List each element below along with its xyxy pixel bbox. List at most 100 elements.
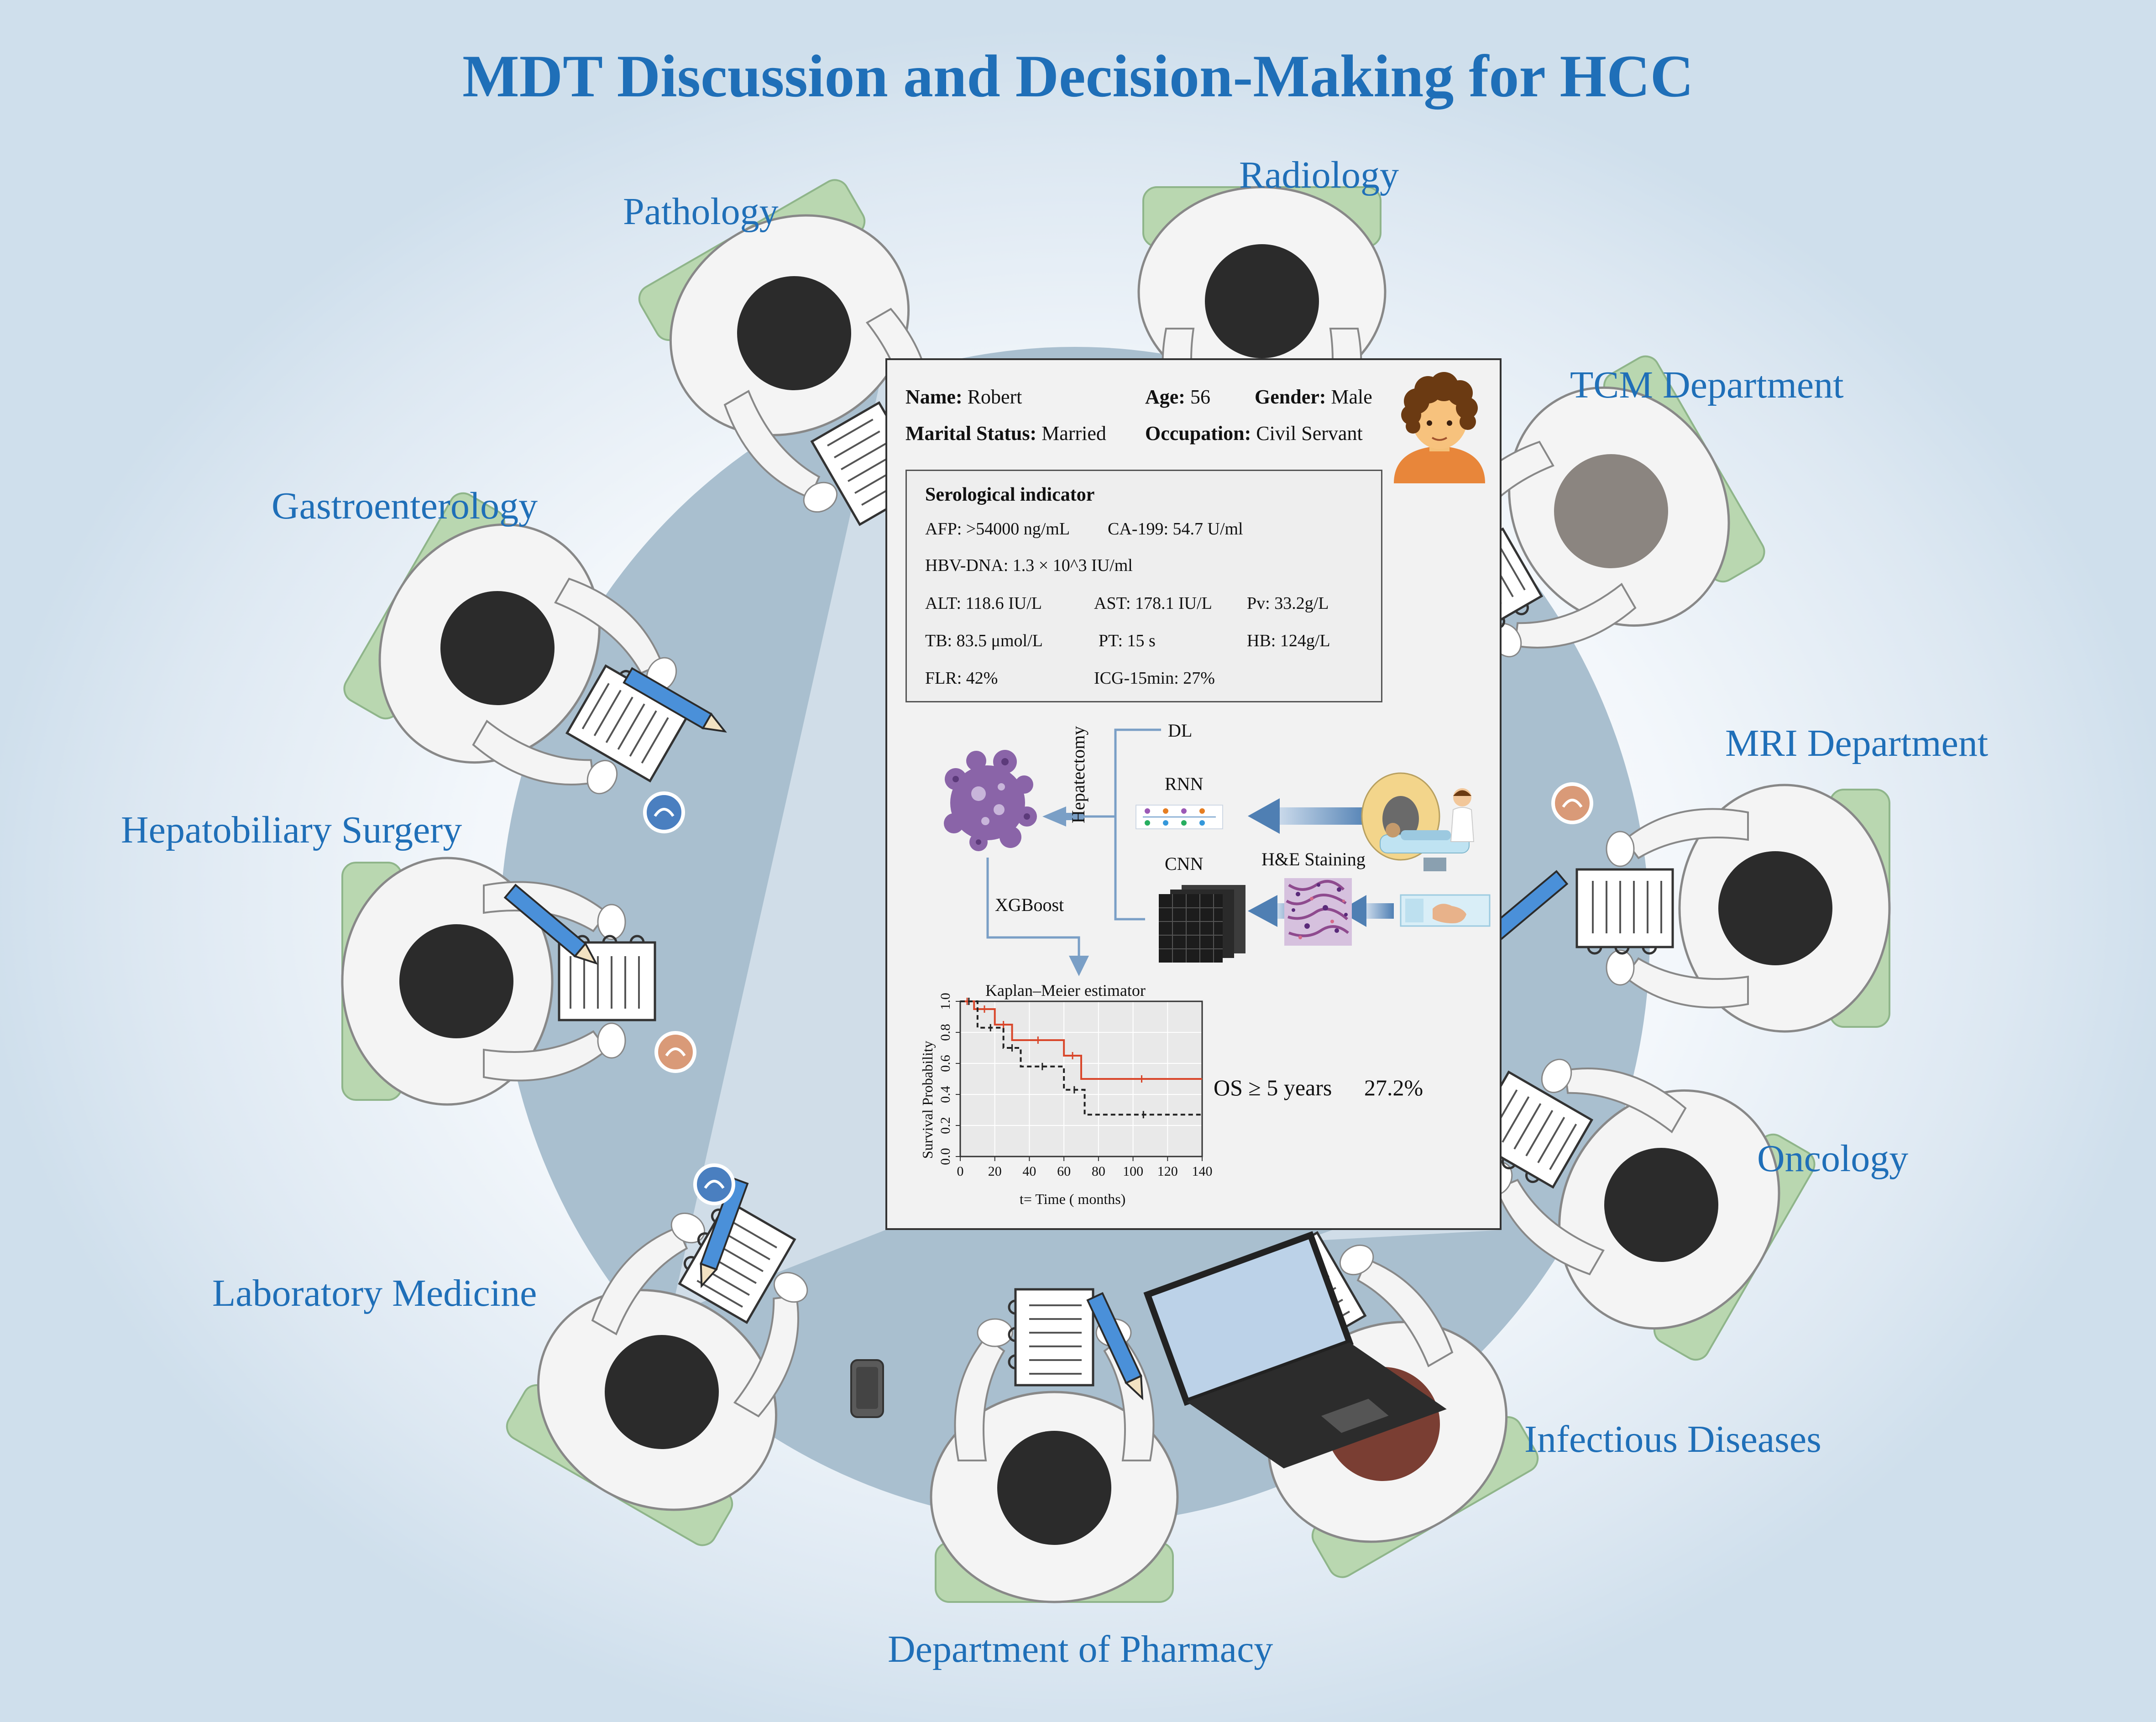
doctor-hepatobiliary-surgery — [341, 857, 656, 1106]
label-dl: DL — [1168, 720, 1193, 741]
notebook-page — [558, 941, 656, 1021]
km-y-tick-label: 0.6 — [938, 1055, 953, 1072]
serology-alt: ALT: 118.6 IU/L — [925, 594, 1042, 613]
label-infectious-diseases: Infectious Diseases — [1524, 1418, 1821, 1460]
notebook-page — [678, 1199, 796, 1324]
badge-icon — [654, 1031, 696, 1073]
doctor-pathology — [638, 179, 941, 526]
serology-hbv-dna: HBV-DNA: 1.3 × 10^3 IU/ml — [925, 556, 1133, 575]
right-hand — [773, 1272, 808, 1303]
patient-gender: Gender: Male — [1255, 386, 1372, 408]
pen-tip — [701, 712, 727, 733]
head-hair — [997, 1431, 1111, 1545]
badge-mark — [654, 808, 675, 817]
head-hair — [1604, 1148, 1718, 1262]
os-label: OS ≥ 5 years — [1214, 1075, 1332, 1100]
notebook-line — [1513, 1103, 1542, 1150]
notebook-line — [1549, 1124, 1577, 1170]
km-y-tick-label: 0.2 — [938, 1117, 953, 1134]
patient-record-card: Name: Robert Age: 56 Gender: Male Marita… — [885, 358, 1502, 1230]
head-hair — [737, 276, 851, 390]
arrow-to-km — [1069, 956, 1089, 976]
right-hand — [803, 482, 838, 513]
left-hand — [597, 904, 626, 940]
left-hand — [977, 1318, 1013, 1347]
head-hair — [1718, 851, 1832, 965]
km-y-tick-label: 1.0 — [938, 993, 953, 1010]
badge-icon — [693, 1163, 735, 1205]
label-rnn: RNN — [1165, 774, 1204, 794]
km-series-0-line — [960, 1000, 1202, 1080]
km-y-tick-label: 0.4 — [938, 1086, 953, 1103]
right-hand — [1339, 1244, 1374, 1276]
patient-age: Age: 56 — [1145, 386, 1210, 408]
km-x-tick-label: 20 — [988, 1164, 1002, 1179]
left-hand — [1606, 949, 1635, 986]
laptop-base — [1186, 1342, 1447, 1469]
patient-marital-status: Marital Status: Married — [905, 422, 1106, 445]
label-hepatobiliary-surgery: Hepatobiliary Surgery — [121, 809, 462, 851]
notebook-line — [593, 690, 622, 736]
right-hand — [597, 1022, 626, 1059]
pen-tip — [700, 1262, 718, 1288]
badge-icon — [1551, 782, 1593, 824]
notebook-rings — [683, 1209, 722, 1270]
pen-icon — [700, 1177, 749, 1288]
serology-pt: PT: 15 s — [1099, 631, 1156, 650]
pen-icon — [623, 667, 727, 733]
serology-flr: FLR: 42% — [925, 669, 998, 688]
label-he-staining: H&E Staining — [1261, 849, 1366, 869]
left-hand — [670, 1212, 706, 1244]
notebook-rings — [1008, 1299, 1016, 1370]
badge-circle — [1551, 782, 1593, 824]
notebook-icon — [1575, 868, 1674, 955]
notebook-page — [1014, 1288, 1094, 1387]
right-hand — [1606, 831, 1635, 867]
notebook-icon — [558, 935, 656, 1021]
notebook-line — [617, 703, 645, 750]
os-value: 27.2% — [1364, 1075, 1423, 1100]
serology-tb: TB: 83.5 μmol/L — [925, 631, 1043, 650]
doctor-gastroenterology — [343, 492, 691, 795]
patient-avatar-icon — [1394, 372, 1485, 483]
km-x-axis-label: t= Time ( months) — [1020, 1191, 1126, 1207]
label-laboratory-medicine: Laboratory Medicine — [212, 1272, 537, 1314]
patient-occupation: Occupation: Civil Servant — [1145, 422, 1363, 445]
badge-mark — [1562, 799, 1583, 808]
km-chart-title: Kaplan–Meier estimator — [985, 981, 1146, 1000]
right-hand — [586, 759, 618, 795]
head-hair — [1205, 244, 1319, 358]
badge-circle — [643, 791, 685, 833]
pen-icon — [1086, 1292, 1144, 1401]
notebook-line — [696, 1280, 743, 1308]
right-hand — [1541, 1058, 1572, 1094]
doctor-oncology — [1468, 1058, 1816, 1361]
cnn-layers-icon — [1159, 885, 1245, 963]
badge-circle — [654, 1031, 696, 1073]
notebook-line — [1497, 544, 1526, 591]
doctor-laboratory-medicine — [506, 1199, 808, 1546]
slide-icon — [1400, 894, 1491, 927]
badge-mark — [704, 1180, 725, 1189]
notebook-line — [641, 717, 669, 764]
serology-afp: AFP: >54000 ng/mL — [925, 519, 1070, 539]
serology-pv: Pv: 33.2g/L — [1247, 594, 1329, 613]
head-hair — [1554, 454, 1668, 568]
badge-mark — [665, 1047, 686, 1057]
spotlight-beam-left — [671, 358, 885, 1314]
arrow-to-tumor — [1042, 806, 1066, 827]
serology-heading: Serological indicator — [925, 484, 1095, 505]
notebook-page — [1575, 868, 1674, 948]
xgboost-connector — [986, 858, 1080, 958]
notebook-line — [834, 430, 880, 459]
km-y-tick-label: 0.0 — [938, 1148, 953, 1165]
phone-icon — [850, 1359, 884, 1418]
rnn-network-icon — [1136, 805, 1223, 829]
notebook-line — [581, 683, 610, 729]
label-oncology: Oncology — [1757, 1137, 1909, 1180]
km-x-tick-label: 100 — [1123, 1164, 1143, 1179]
laptop-screen — [1143, 1231, 1354, 1406]
notebook-line — [841, 442, 887, 471]
label-cnn: CNN — [1165, 853, 1204, 874]
